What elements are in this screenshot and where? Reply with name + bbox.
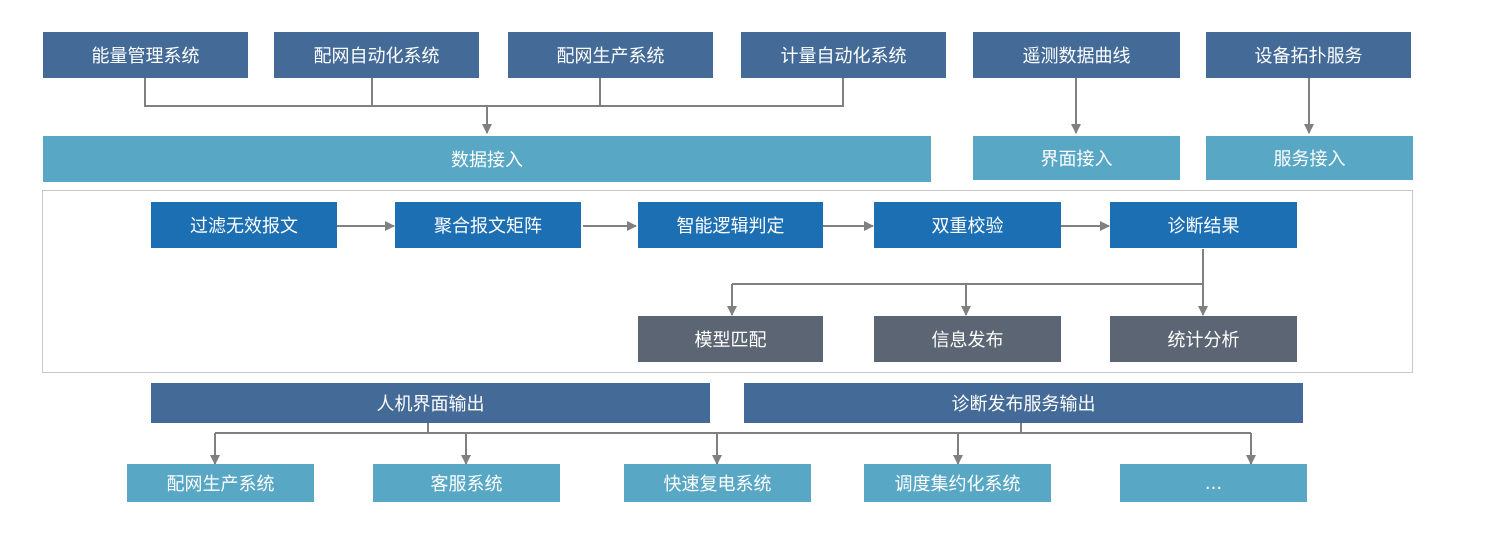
step-aggregate-message-matrix: 聚合报文矩阵 [395,202,581,248]
source-energy-management: 能量管理系统 [43,32,248,78]
service-access-box: 服务接入 [1206,136,1413,180]
wire-sources-merge [144,78,844,107]
output-diagnosis-service: 诊断发布服务输出 [744,383,1303,423]
target-fast-restoration: 快速复电系统 [624,464,811,502]
step-filter-invalid-messages: 过滤无效报文 [151,202,337,248]
target-dispatch-centralization: 调度集约化系统 [864,464,1051,502]
diagnosis-engine-frame [42,190,1413,373]
data-access-bar: 数据接入 [43,136,931,182]
analysis-statistics: 统计分析 [1110,316,1297,362]
source-distribution-automation: 配网自动化系统 [274,32,479,78]
target-customer-service: 客服系统 [373,464,560,502]
output-hmi: 人机界面输出 [151,383,710,423]
analysis-model-matching: 模型匹配 [638,316,823,362]
source-device-topology: 设备拓扑服务 [1206,32,1411,78]
source-metering-automation: 计量自动化系统 [741,32,946,78]
target-more: ... [1120,464,1307,502]
step-intelligent-logic-judgment: 智能逻辑判定 [638,202,823,248]
target-distribution-production: 配网生产系统 [127,464,314,502]
step-double-verification: 双重校验 [874,202,1061,248]
ui-access-box: 界面接入 [973,136,1180,180]
source-telemetry-curve: 遥测数据曲线 [973,32,1180,78]
source-distribution-production: 配网生产系统 [508,32,713,78]
analysis-info-publishing: 信息发布 [874,316,1061,362]
step-diagnosis-result: 诊断结果 [1110,202,1297,248]
